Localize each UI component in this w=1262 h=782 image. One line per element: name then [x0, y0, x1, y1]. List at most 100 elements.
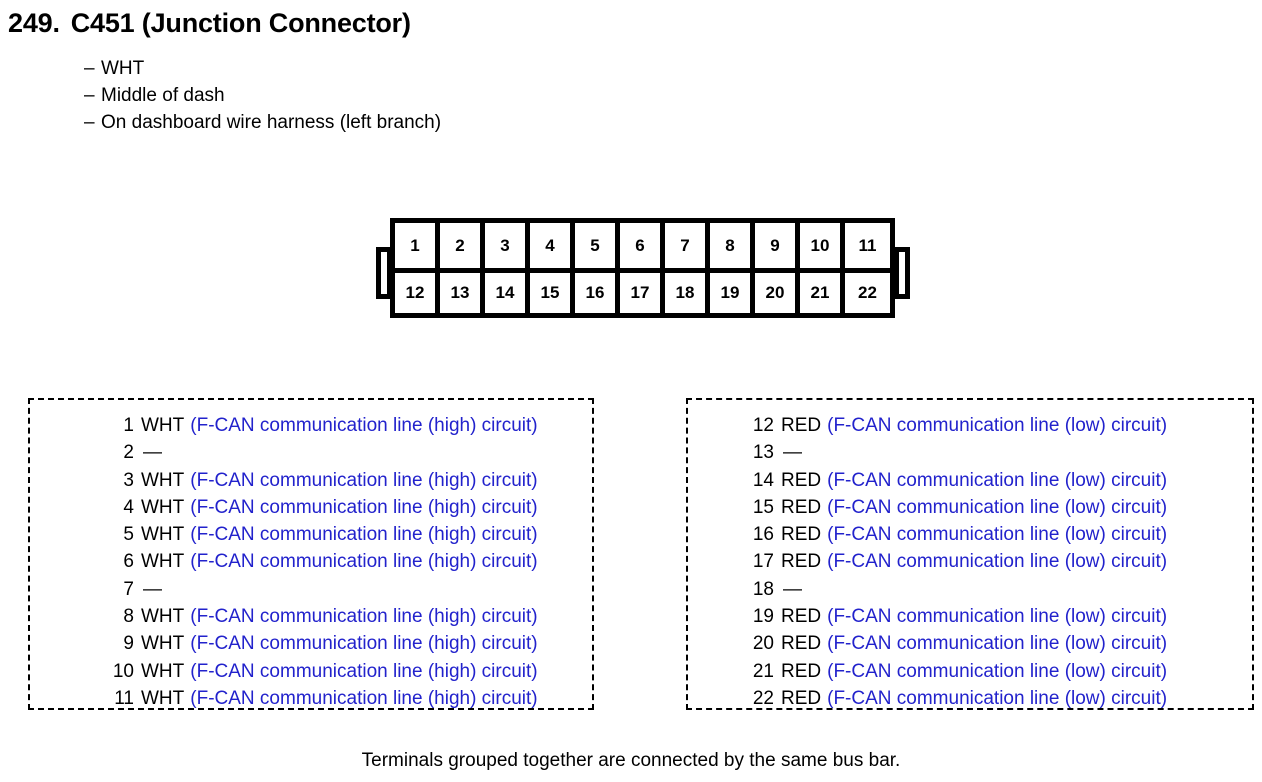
pin-number: 10	[112, 660, 134, 682]
connector-pin-cell[interactable]: 7	[665, 223, 710, 268]
pin-wire-color: WHT	[141, 660, 185, 682]
connector-pin-cell[interactable]: 12	[395, 268, 440, 313]
connector-pin-cell[interactable]: 20	[755, 268, 800, 313]
pin-circuit-label: (F-CAN communication line (low) circuit)	[827, 524, 1168, 546]
pin-number: 9	[123, 633, 134, 655]
connector-pin-cell[interactable]: 22	[845, 268, 890, 313]
pin-wire-color: RED	[781, 524, 822, 546]
pin-list-item: 19 RED(F-CAN communication line (low) cir…	[745, 603, 1167, 630]
pin-number: 16	[752, 524, 774, 546]
connector-attributes: –WHT–Middle of dash–On dashboard wire ha…	[84, 55, 441, 136]
pin-number: 8	[123, 606, 134, 628]
attribute-row: –On dashboard wire harness (left branch)	[84, 109, 441, 136]
pin-list-item: 10 WHT(F-CAN communication line (high) ci…	[105, 658, 538, 685]
connector-pin-cell[interactable]: 8	[710, 223, 755, 268]
pin-number: 7	[123, 578, 134, 600]
pin-unused-dash-icon: —	[783, 578, 802, 600]
pin-wire-color: WHT	[141, 687, 185, 709]
pin-wire-color: RED	[781, 415, 822, 436]
pin-circuit-label: (F-CAN communication line (low) circuit)	[827, 606, 1168, 628]
connector-pin-cell[interactable]: 2	[440, 223, 485, 268]
connector-pin-cell[interactable]: 15	[530, 268, 575, 313]
pin-circuit-label: (F-CAN communication line (high) circuit…	[190, 633, 538, 655]
pin-wire-color: RED	[781, 469, 822, 491]
connector-pin-cell[interactable]: 14	[485, 268, 530, 313]
attribute-label: On dashboard wire harness (left branch)	[101, 112, 442, 133]
connector-pin-cell[interactable]: 5	[575, 223, 620, 268]
pin-wire-color: WHT	[141, 551, 185, 573]
pin-unused-dash-icon: —	[783, 442, 802, 464]
pin-circuit-label: (F-CAN communication line (high) circuit…	[190, 524, 538, 546]
pin-number: 6	[123, 551, 134, 573]
pin-wire-color: WHT	[141, 469, 185, 491]
pin-circuit-label: (F-CAN communication line (high) circuit…	[190, 606, 538, 628]
connector-pin-cell[interactable]: 9	[755, 223, 800, 268]
pin-circuit-label: (F-CAN communication line (high) circuit…	[190, 551, 538, 573]
pin-wire-color: RED	[781, 660, 822, 682]
pin-list-item: 13—	[745, 439, 1167, 466]
pin-circuit-label: (F-CAN communication line (low) circuit)	[827, 496, 1168, 518]
connector-pin-cell[interactable]: 10	[800, 223, 845, 268]
connector-tab-right	[894, 247, 910, 299]
attribute-label: Middle of dash	[101, 85, 225, 106]
pin-wire-color: WHT	[141, 606, 185, 628]
pin-list-item: 18—	[745, 576, 1167, 603]
pin-number: 17	[752, 551, 774, 573]
connector-pin-cell[interactable]: 19	[710, 268, 755, 313]
connector-pin-cell[interactable]: 13	[440, 268, 485, 313]
pin-circuit-label: (F-CAN communication line (high) circuit…	[190, 660, 538, 682]
pin-circuit-label: (F-CAN communication line (high) circuit…	[190, 469, 538, 491]
pin-number: 21	[752, 660, 774, 682]
connector-pin-cell[interactable]: 3	[485, 223, 530, 268]
connector-pin-cell[interactable]: 11	[845, 223, 890, 268]
pin-wire-color: RED	[781, 687, 822, 709]
pin-list-item: 16 RED(F-CAN communication line (low) cir…	[745, 521, 1167, 548]
pin-number: 2	[123, 442, 134, 464]
pin-number: 20	[752, 633, 774, 655]
pin-list-item: 3 WHT(F-CAN communication line (high) cir…	[105, 467, 538, 494]
connector-pin-cell[interactable]: 21	[800, 268, 845, 313]
page-title: 249. C451 (Junction Connector)	[8, 8, 411, 39]
bullet-dash-icon: –	[84, 85, 95, 106]
pin-wire-color: WHT	[141, 496, 185, 518]
pin-wire-color: WHT	[141, 524, 185, 546]
attribute-row: –WHT	[84, 55, 441, 82]
pin-number: 3	[123, 469, 134, 491]
pin-number: 4	[123, 496, 134, 518]
section-number: 249.	[8, 8, 60, 38]
pin-number: 15	[752, 496, 774, 518]
pin-list-item: 2—	[105, 439, 538, 466]
pin-circuit-label: (F-CAN communication line (low) circuit)	[827, 660, 1168, 682]
pin-number: 11	[114, 687, 134, 709]
connector-pin-cell[interactable]: 6	[620, 223, 665, 268]
connector-pin-cell[interactable]: 18	[665, 268, 710, 313]
connector-tab-left	[376, 247, 392, 299]
pin-circuit-label: (F-CAN communication line (low) circuit)	[827, 687, 1168, 709]
pin-circuit-label: (F-CAN communication line (low) circuit)	[827, 551, 1168, 573]
connector-name: C451 (Junction Connector)	[70, 8, 411, 38]
pin-number: 19	[752, 606, 774, 628]
connector-pin-cell[interactable]: 4	[530, 223, 575, 268]
pin-unused-dash-icon: —	[143, 578, 162, 600]
pin-list-item: 7—	[105, 576, 538, 603]
connector-pin-cell[interactable]: 1	[395, 223, 440, 268]
connector-pin-cell[interactable]: 17	[620, 268, 665, 313]
pin-list-item: 5 WHT(F-CAN communication line (high) cir…	[105, 521, 538, 548]
pin-wire-color: RED	[781, 606, 822, 628]
pin-number: 5	[123, 524, 134, 546]
connector-pin-cell[interactable]: 16	[575, 268, 620, 313]
attribute-row: –Middle of dash	[84, 82, 441, 109]
footnote: Terminals grouped together are connected…	[361, 750, 901, 771]
pin-circuit-label: (F-CAN communication line (high) circuit…	[190, 415, 538, 436]
